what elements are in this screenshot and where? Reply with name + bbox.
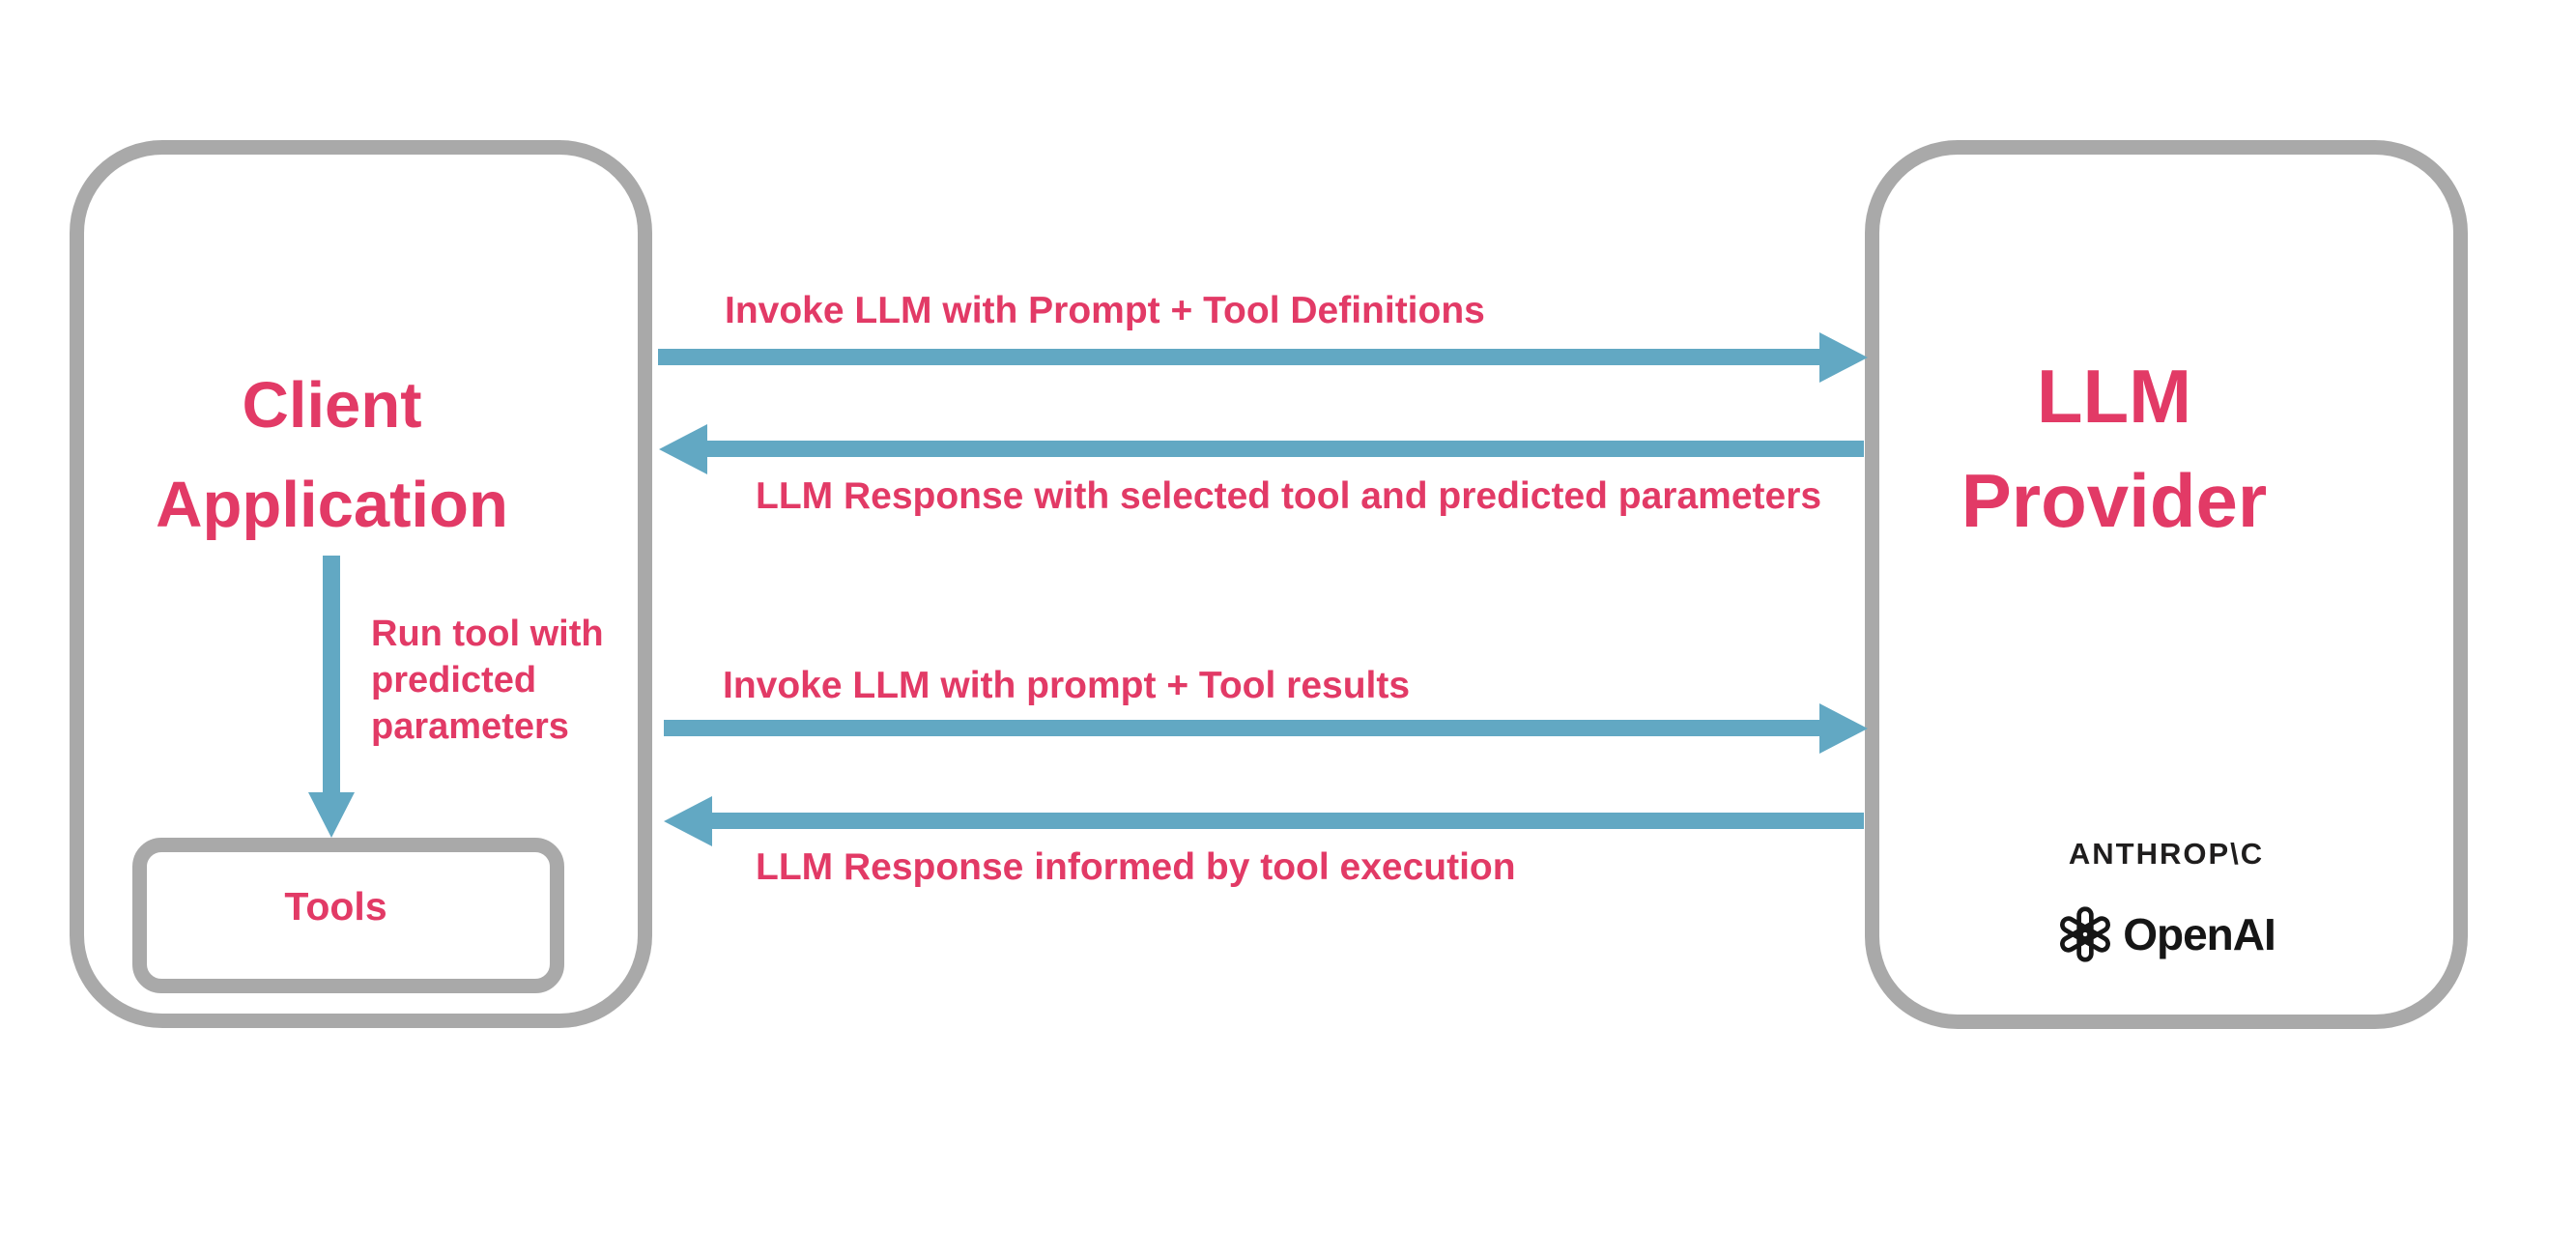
arrow-shaft	[664, 720, 1821, 736]
arrow-label-invoke-tool-definitions: Invoke LLM with Prompt + Tool Definition…	[725, 290, 1485, 331]
arrow-right-head-icon	[1819, 703, 1868, 754]
arrow-invoke-tool-results	[664, 703, 1868, 754]
client-application-title: Client Application	[156, 369, 508, 541]
client-application-box: Client Application Run tool with predict…	[70, 140, 652, 1028]
provider-logos: ANTHROP\C OpenAI	[1879, 837, 2453, 962]
llm-provider-title: LLM Provider	[1961, 354, 2268, 543]
arrow-response-selected-tool	[659, 424, 1864, 474]
arrow-response-tool-execution	[664, 796, 1864, 846]
tools-label: Tools	[284, 884, 387, 929]
arrow-shaft	[710, 813, 1864, 829]
anthropic-logo: ANTHROP\C	[2068, 837, 2265, 871]
arrow-left-head-icon	[664, 796, 712, 846]
arrow-label-invoke-tool-results: Invoke LLM with prompt + Tool results	[723, 665, 1411, 706]
run-tool-label: Run tool with predicted parameters	[371, 614, 604, 747]
llm-provider-box: LLM Provider ANTHROP\C OpenAI	[1865, 140, 2468, 1029]
arrow-shaft	[705, 441, 1864, 457]
arrow-shaft	[658, 349, 1821, 365]
tools-box: Tools	[132, 838, 564, 993]
arrow-right-head-icon	[1819, 332, 1868, 383]
openai-logo: OpenAI	[2057, 906, 2276, 962]
arrow-label-response-selected-tool: LLM Response with selected tool and pred…	[756, 475, 1822, 517]
arrow-left-head-icon	[659, 424, 707, 474]
openai-icon	[2060, 906, 2111, 962]
arrow-label-response-tool-execution: LLM Response informed by tool execution	[756, 846, 1516, 888]
run-tool-arrow-shaft	[323, 556, 340, 794]
run-tool-arrow-head-icon	[308, 792, 355, 838]
arrow-invoke-tool-definitions	[658, 332, 1868, 383]
openai-wordmark: OpenAI	[2123, 909, 2276, 959]
